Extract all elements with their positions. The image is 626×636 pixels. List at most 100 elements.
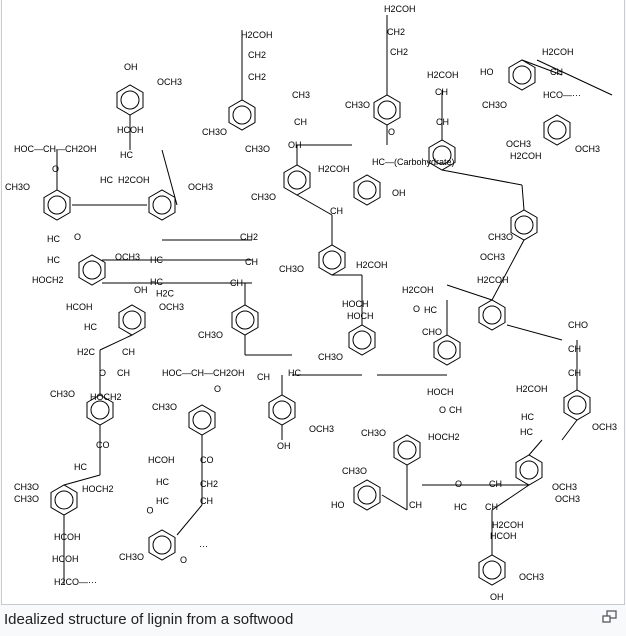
atom-label: HOCH — [347, 311, 374, 321]
aromatic-circle — [287, 170, 307, 190]
atom-label: CH3O — [14, 482, 39, 492]
aromatic-circle — [235, 310, 255, 330]
atom-label: HOCH2 — [428, 432, 460, 442]
atom-label: HC — [156, 477, 169, 487]
benzene-ring — [508, 59, 536, 91]
bond — [561, 419, 578, 441]
bond — [521, 184, 525, 211]
atom-label: HCOH — [117, 125, 144, 135]
atom-label: CH — [200, 496, 213, 506]
aromatic-circle — [482, 560, 502, 580]
aromatic-circle — [357, 180, 377, 200]
atom-label: H2COH — [510, 151, 542, 161]
atom-label: H2CO—··· — [54, 577, 97, 587]
aromatic-circle — [512, 65, 532, 85]
aromatic-circle — [352, 330, 372, 350]
bond — [296, 194, 333, 216]
bond — [63, 474, 101, 486]
atom-label: HCOH — [148, 455, 175, 465]
atom-label: O — [180, 555, 187, 565]
aromatic-circle — [432, 145, 452, 165]
atom-label: O — [413, 304, 420, 314]
atom-label: OCH3 — [575, 144, 600, 154]
bond — [521, 59, 563, 76]
atom-label: CH2 — [248, 50, 266, 60]
atom-label: O — [99, 368, 106, 378]
atom-label: H2COH — [118, 175, 150, 185]
aromatic-circle — [547, 120, 567, 140]
aromatic-circle — [357, 485, 377, 505]
atom-label: CH2 — [240, 232, 258, 242]
aromatic-circle — [82, 260, 102, 280]
atom-label: HCOH — [52, 554, 79, 564]
atom-label: O — [52, 164, 59, 174]
bond — [176, 504, 203, 536]
atom-label: CH2 — [387, 27, 405, 37]
atom-label: H2COH — [318, 164, 350, 174]
benzene-ring — [148, 529, 176, 561]
aromatic-circle — [192, 410, 212, 430]
atom-label: O — [74, 232, 81, 242]
atom-label: CH3O — [202, 127, 227, 137]
atom-label: H2COH — [384, 4, 416, 14]
atom-label: CH2 — [390, 47, 408, 57]
atom-label: CO — [200, 455, 214, 465]
atom-label: HC — [520, 427, 533, 437]
bond — [491, 484, 530, 511]
enlarge-icon[interactable] — [602, 610, 618, 624]
atom-label: OCH3 — [115, 252, 140, 262]
benzene-ring — [478, 299, 506, 331]
atom-label: CH — [230, 278, 243, 288]
atom-label: HOCH2 — [82, 484, 114, 494]
aromatic-circle — [377, 100, 397, 120]
atom-label: HC — [521, 412, 534, 422]
aromatic-circle — [152, 195, 172, 215]
atom-label: HC — [120, 150, 133, 160]
benzene-ring — [348, 324, 376, 356]
aromatic-circle — [567, 395, 587, 415]
atom-label: HCO—··· — [543, 90, 581, 100]
atom-label: H2COH — [477, 275, 509, 285]
atom-label: CH3O — [482, 100, 507, 110]
atom-label: HC — [424, 305, 437, 315]
atom-label: CH2 — [248, 72, 266, 82]
atom-label: H2COH — [356, 260, 388, 270]
atom-label: O — [439, 405, 446, 415]
benzene-ring — [43, 189, 71, 221]
atom-label: H2COH — [427, 70, 459, 80]
atom-label: CH — [489, 479, 502, 489]
atom-label: OH — [490, 592, 504, 602]
atom-label: CH — [257, 372, 270, 382]
atom-label: HCOH — [490, 531, 517, 541]
benzene-ring — [433, 334, 461, 366]
atom-label: CH3O — [342, 466, 367, 476]
atom-label: CH — [550, 67, 563, 77]
atom-label: CH — [245, 257, 258, 267]
aromatic-circle — [272, 400, 292, 420]
atom-label: OH — [288, 140, 302, 150]
atom-label: CH — [449, 405, 462, 415]
figure-caption: Idealized structure of lignin from a sof… — [4, 611, 294, 628]
atom-label: O — [388, 127, 395, 137]
atom-label: HC — [150, 255, 163, 265]
atom-label: H2COH — [542, 47, 574, 57]
atom-label: H2C — [77, 347, 96, 357]
atom-label: CH3O — [251, 192, 276, 202]
bond — [381, 494, 408, 511]
aromatic-circle — [482, 305, 502, 325]
atom-label: CH — [568, 368, 581, 378]
aromatic-circle — [519, 460, 539, 480]
atom-label: HOC—CH—CH2OH — [162, 368, 245, 378]
atom-label: CH3O — [119, 552, 144, 562]
atom-label: OCH3 — [159, 302, 184, 312]
aromatic-circle — [437, 340, 457, 360]
aromatic-circle — [397, 440, 417, 460]
atom-label: CHO — [568, 320, 588, 330]
atom-label: HCOH — [66, 302, 93, 312]
atom-label: CH — [409, 500, 422, 510]
atom-label: HC — [100, 175, 113, 185]
atom-label: HC — [454, 502, 467, 512]
atom-label: CH — [436, 117, 449, 127]
atom-label: OH — [124, 62, 138, 72]
